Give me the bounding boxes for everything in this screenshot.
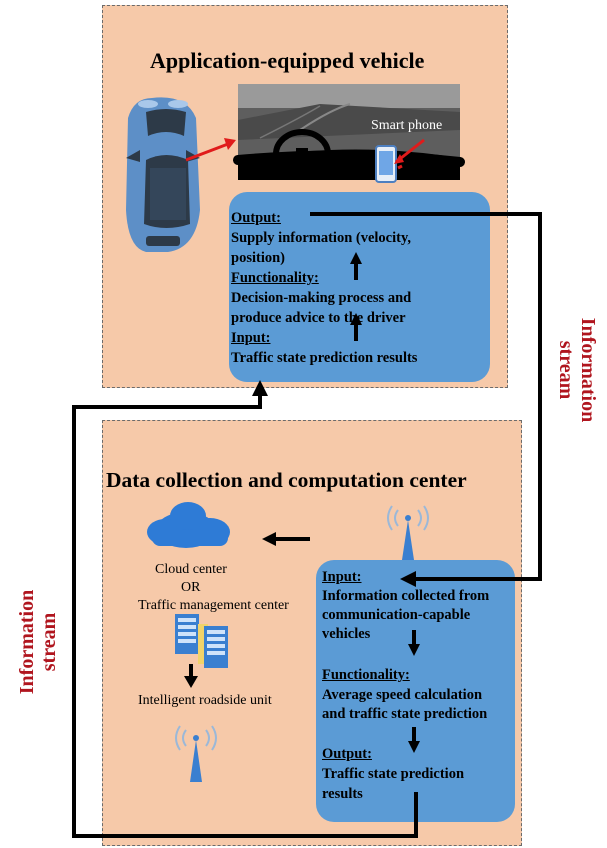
server-icon — [175, 614, 228, 668]
center-output-heading: Output: — [322, 746, 372, 762]
data-center-panel-title: Data collection and computation center — [106, 468, 467, 492]
data-center-process-box — [316, 560, 515, 822]
vehicle-functionality-line1: Decision-making process and — [231, 290, 412, 306]
vehicle-output-line2: position) — [231, 250, 285, 266]
center-functionality-line1: Average speed calculation — [322, 687, 483, 703]
center-output-line2: results — [322, 786, 363, 802]
cloud-label-line1: Cloud center — [155, 562, 227, 577]
cloud-label-line2: OR — [181, 580, 201, 595]
arrow-head-into-vehicle — [252, 380, 268, 396]
center-functionality-line2: and traffic state prediction — [322, 706, 488, 722]
information-stream-arrows — [72, 212, 542, 838]
cloud-icon — [147, 502, 230, 548]
smart-phone-label: Smart phone — [371, 118, 443, 133]
roadside-antenna-icon — [175, 725, 217, 782]
highlight-arrows — [185, 138, 425, 170]
roadside-label: Intelligent roadside unit — [138, 693, 272, 708]
center-input-line1: Information collected from — [322, 588, 490, 604]
center-input-heading: Input: — [322, 569, 362, 585]
center-box-arrows — [408, 630, 420, 753]
vehicle-output-heading: Output: — [231, 210, 281, 226]
center-input-line3: vehicles — [322, 626, 371, 642]
to-roadside-arrow — [184, 664, 198, 688]
car-image — [126, 97, 200, 252]
smart-phone-image — [375, 145, 397, 183]
center-functionality-heading: Functionality: — [322, 667, 410, 683]
to-cloud-arrow — [262, 532, 310, 546]
antenna-icon — [387, 505, 429, 560]
vehicle-functionality-heading: Functionality: — [231, 270, 319, 286]
vehicle-functionality-line2: produce advice to the driver — [231, 310, 406, 326]
vehicle-input-heading: Input: — [231, 330, 271, 346]
vehicle-panel-title: Application-equipped vehicle — [150, 48, 425, 73]
vehicle-output-line1: Supply information (velocity, — [231, 230, 412, 246]
arrow-head-into-center — [400, 571, 416, 587]
center-output-line1: Traffic state prediction — [322, 766, 465, 782]
vehicle-process-box — [229, 192, 490, 382]
cloud-label-line3: Traffic management center — [138, 598, 289, 613]
dashboard-image — [233, 84, 465, 180]
vehicle-input-line1: Traffic state prediction results — [231, 350, 418, 366]
center-input-line2: communication-capable — [322, 607, 471, 623]
vehicle-box-arrows — [350, 252, 362, 341]
